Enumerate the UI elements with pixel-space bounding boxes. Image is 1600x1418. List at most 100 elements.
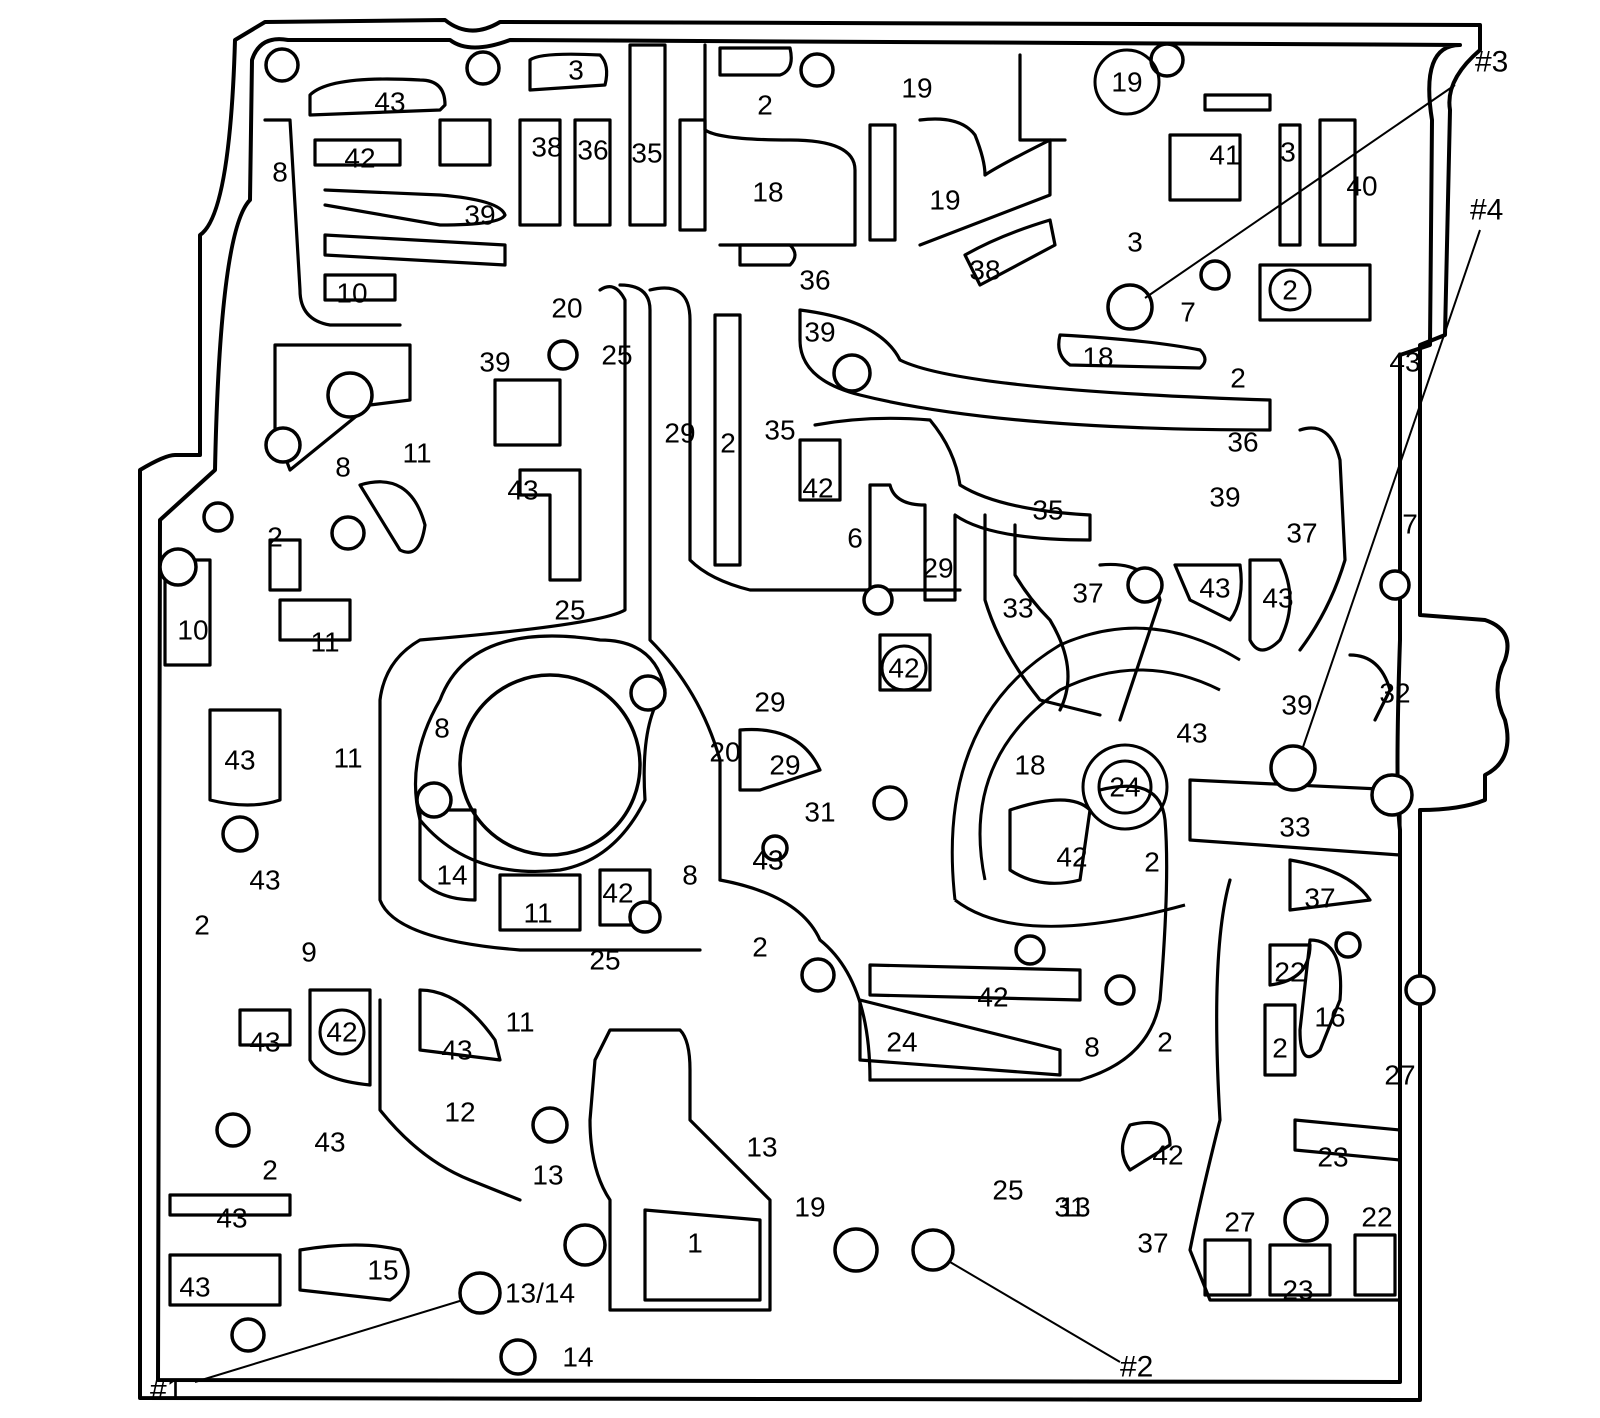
passage-label: 38	[969, 255, 1000, 286]
passage-label: 2	[1230, 363, 1246, 394]
passage-label: 19	[1111, 67, 1142, 98]
passage-label: 42	[1152, 1140, 1183, 1171]
passage-label: 22	[1361, 1202, 1392, 1233]
passage-label: 37	[1304, 883, 1335, 914]
passage-label: 3	[1280, 137, 1296, 168]
passage-label: 41	[1209, 140, 1240, 171]
leader-4	[1301, 229, 1481, 751]
bolt-hole	[1370, 773, 1414, 817]
bolt-hole	[1379, 569, 1411, 601]
passage-label: 42	[888, 653, 919, 684]
passage-label: 42	[602, 878, 633, 909]
passage-label: 43	[1176, 718, 1207, 749]
passage-label: 38	[531, 132, 562, 163]
passage-label: 8	[335, 452, 351, 483]
passage-label: 18	[752, 177, 783, 208]
passage-label: 11	[523, 898, 552, 929]
passage-label: 13	[746, 1132, 777, 1163]
passage-label: 18	[1082, 342, 1113, 373]
passage-label: 43	[249, 1027, 280, 1058]
bolt-hole	[799, 52, 835, 88]
leader-2	[949, 1261, 1121, 1363]
passage-label: 39	[479, 347, 510, 378]
passage-label: 2	[262, 1155, 278, 1186]
passage-label: 2	[194, 910, 210, 941]
servo-arc-bottom	[954, 898, 1186, 928]
bolt-hole	[465, 50, 501, 86]
port-ring	[1093, 48, 1161, 116]
passage-label: 27	[1384, 1060, 1415, 1091]
bolt-hole	[1199, 259, 1231, 291]
passage-label: 35	[1032, 495, 1063, 526]
passage-label: 9	[301, 937, 317, 968]
passage-label: 22	[1274, 957, 1305, 988]
passage-label: 29	[922, 553, 953, 584]
passage-label: 23	[1282, 1275, 1313, 1306]
bolt-hole	[415, 781, 453, 819]
passage-label: 11	[402, 438, 431, 469]
passage-label: 2	[1144, 847, 1160, 878]
passage-label: 18	[1014, 750, 1045, 781]
bolt-hole	[547, 339, 579, 371]
callout-4: #4	[1470, 194, 1503, 227]
passage-label: 37	[1286, 518, 1317, 549]
callout-3: #3	[1475, 46, 1508, 79]
passage-label: 3	[568, 55, 584, 86]
passage-label: 39	[1281, 690, 1312, 721]
passage-label: 29	[769, 750, 800, 781]
passage-label: 13	[1059, 1192, 1090, 1223]
passage-label: 43	[1262, 583, 1293, 614]
passage-label: 43	[752, 845, 783, 876]
passage-label: 7	[1402, 509, 1418, 540]
bolt-hole	[1126, 566, 1164, 604]
passage-label: 1	[687, 1228, 703, 1259]
passage-label: 43	[507, 475, 538, 506]
passage-label: 2	[1282, 275, 1298, 306]
passage-label: 32	[1379, 678, 1410, 709]
passage-label: 8	[272, 157, 288, 188]
passage-label: 42	[344, 143, 375, 174]
bolt-hole	[1283, 1197, 1329, 1243]
leaders	[194, 84, 1481, 1383]
passage-label: 19	[929, 185, 960, 216]
passage-label: 14	[562, 1342, 593, 1373]
port-ring	[1268, 268, 1312, 312]
passage-label: 40	[1346, 171, 1377, 202]
passage-label: 35	[764, 415, 795, 446]
passage-label: 31	[1054, 1192, 1085, 1223]
passage-label: 43	[441, 1035, 472, 1066]
passage-label: 20	[551, 293, 582, 324]
bolt-hole	[1014, 934, 1046, 966]
bolt-hole	[158, 547, 198, 587]
passage-label: 2	[720, 428, 736, 459]
passage-label: 39	[464, 200, 495, 231]
port-ring	[318, 1008, 366, 1056]
passage-label: 19	[901, 73, 932, 104]
check-ball-2	[911, 1228, 955, 1272]
holes	[158, 42, 1436, 1376]
bolt-hole	[326, 371, 374, 419]
bolt-hole	[862, 584, 894, 616]
passage-label: 42	[1056, 842, 1087, 873]
passage-label: 25	[601, 340, 632, 371]
passage-label: 39	[804, 317, 835, 348]
passage-label: 15	[367, 1255, 398, 1286]
bolt-hole	[628, 900, 662, 934]
bolt-hole	[230, 1317, 266, 1353]
passage-label: 16	[1314, 1002, 1345, 1033]
port-ring	[1081, 743, 1169, 831]
passage-label: 10	[336, 278, 367, 309]
leader-3	[1144, 84, 1456, 299]
bolt-hole	[833, 1227, 879, 1273]
bolt-hole	[264, 47, 300, 83]
leader-1	[194, 1299, 464, 1383]
bolt-hole	[832, 353, 872, 393]
passage-label: 10	[177, 615, 208, 646]
passage-label: 37	[1072, 578, 1103, 609]
passage-label: 11	[333, 743, 362, 774]
servo-arc-outer	[950, 626, 1241, 901]
passage-label: 37	[1137, 1228, 1168, 1259]
passage-label: 43	[752, 845, 783, 876]
passage-label: 11	[310, 627, 339, 658]
